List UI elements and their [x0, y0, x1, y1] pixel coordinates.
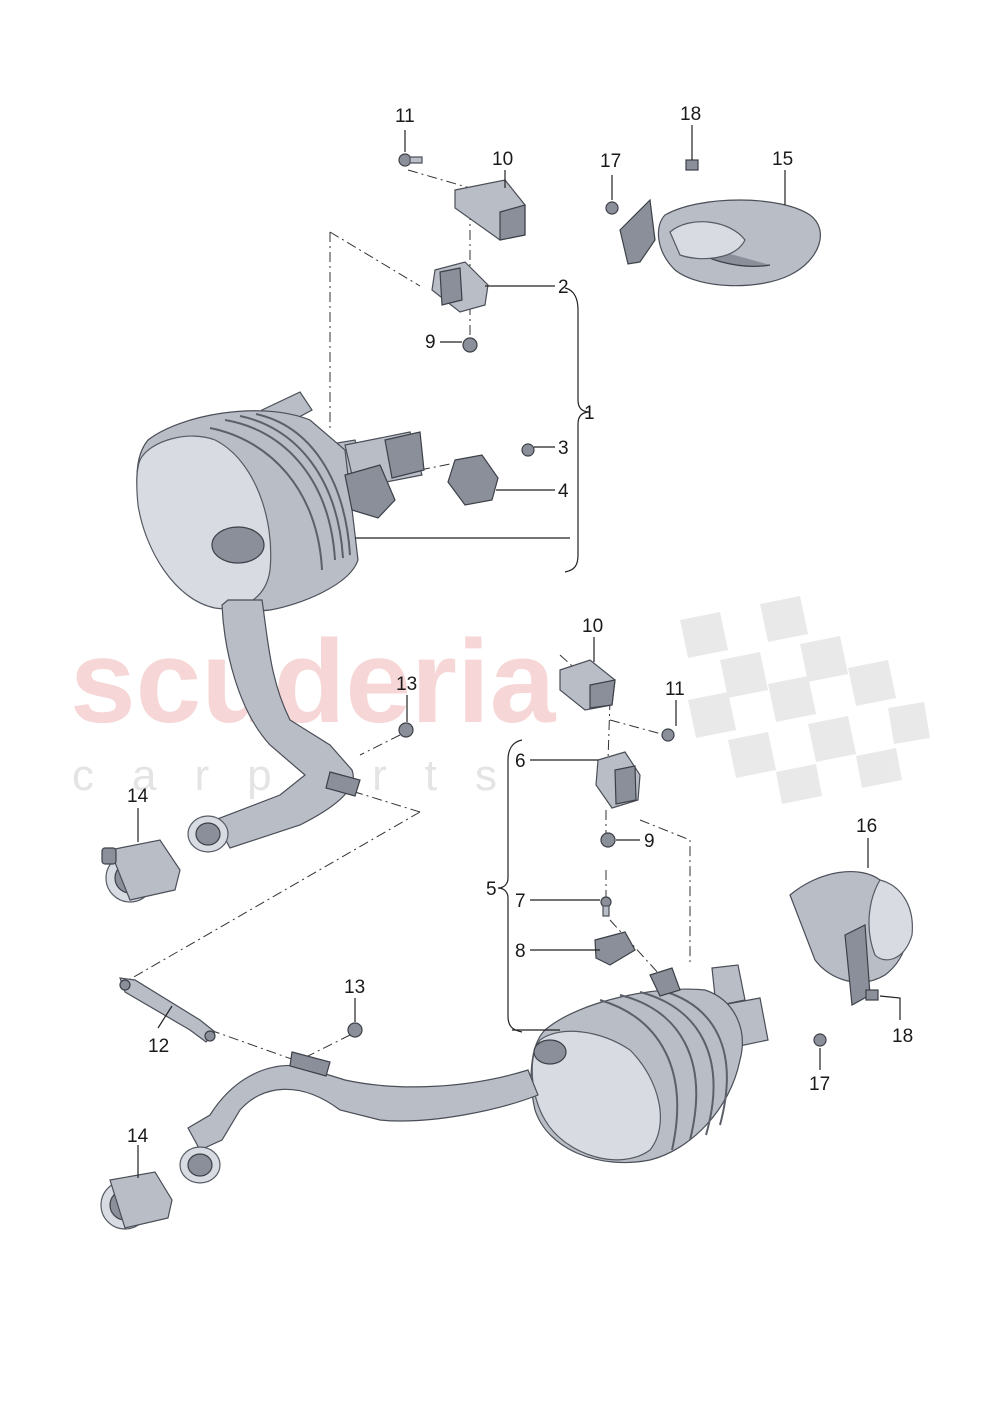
screw-7: [600, 896, 612, 917]
nut-9-top: [462, 337, 478, 353]
bolt-13-top: [398, 722, 414, 738]
hanger-strap-12: [119, 977, 216, 1043]
callout-9-top: 9: [425, 332, 436, 353]
clamp-14-top: [101, 839, 181, 903]
assembly-brace-1: [355, 287, 591, 573]
rubber-mount-2: [431, 261, 489, 313]
nut-9-lower: [600, 832, 616, 848]
watermark-brand: scuderia: [70, 616, 557, 748]
callout-2: 2: [558, 277, 569, 298]
clip-nut-18-top: [685, 159, 699, 171]
callout-14-top: 14: [127, 786, 149, 807]
rear-muffler-left: [136, 391, 425, 853]
callout-6: 6: [515, 751, 526, 772]
callout-17-top: 17: [600, 151, 621, 172]
screw-17-top: [605, 201, 619, 215]
callout-17-bottom: 17: [809, 1074, 830, 1095]
assembly-brace-5: [497, 739, 560, 1033]
callout-10-top: 10: [492, 149, 513, 170]
callout-16: 16: [856, 816, 877, 837]
callout-5: 5: [486, 879, 497, 900]
callout-14-bottom: 14: [127, 1126, 149, 1147]
callout-7: 7: [515, 891, 526, 912]
callout-4: 4: [558, 481, 569, 502]
tailpipe-trim-16: [789, 870, 913, 1006]
bracket-10-top: [454, 179, 526, 241]
bracket-10-lower: [559, 659, 616, 711]
callout-18-bottom: 18: [892, 1026, 913, 1047]
callout-11-top: 11: [395, 106, 415, 127]
callout-9-lower: 9: [644, 831, 655, 852]
callout-10-lower: 10: [582, 616, 603, 637]
callout-13-bottom: 13: [344, 977, 365, 998]
flap-valve-actuator-4: [344, 454, 499, 519]
rear-muffler-right: [179, 964, 769, 1184]
screw-17-bottom: [813, 1033, 827, 1047]
clip-nut-18-bottom: [865, 989, 879, 1001]
leader-lines: [137, 125, 901, 1178]
callout-12: 12: [148, 1036, 169, 1057]
tailpipe-trim-15: [619, 198, 821, 287]
callout-8: 8: [515, 941, 526, 962]
bolt-11-lower: [661, 728, 675, 742]
sensor-8: [594, 931, 636, 966]
callout-11-lower: 11: [665, 679, 685, 700]
bolt-11-top: [398, 153, 423, 167]
bolt-13-bottom: [347, 1022, 363, 1038]
checkered-flag-watermark: [680, 596, 930, 804]
nut-3: [521, 443, 535, 457]
rubber-mount-6: [595, 751, 641, 809]
callout-18-top: 18: [680, 104, 701, 125]
callouts: 11 10 17 18 15 2 9 1 3 4 10 11 13 6 9 14…: [127, 104, 913, 1147]
watermark: scuderia carparts: [70, 596, 930, 804]
callout-3: 3: [558, 438, 569, 459]
callout-15: 15: [772, 149, 793, 170]
callout-1: 1: [584, 403, 595, 424]
clamp-14-bottom: [100, 1171, 173, 1230]
callout-13-top: 13: [396, 674, 417, 695]
